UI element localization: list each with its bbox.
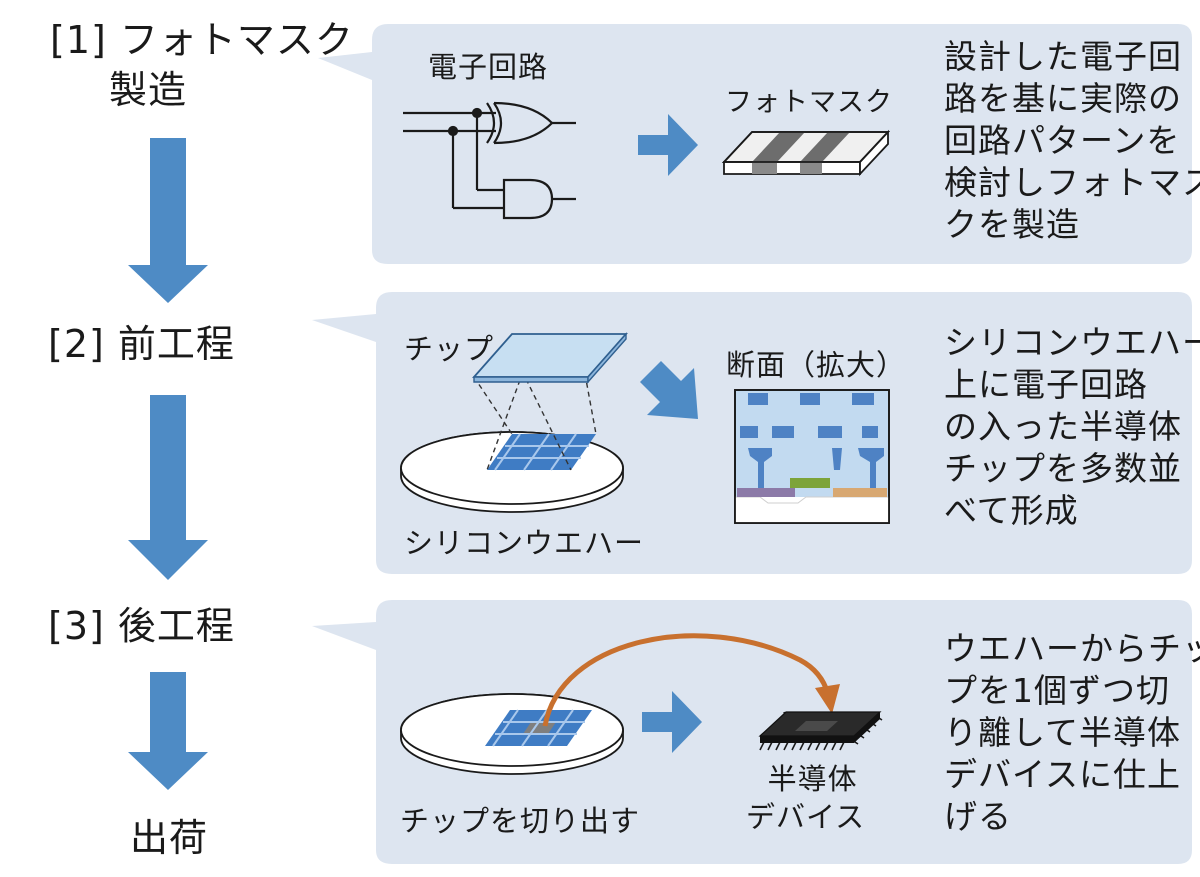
down-arrow-2	[128, 395, 208, 580]
panel-3-description-line: げる	[944, 797, 1012, 836]
cross-section-label: 断面（拡大）	[726, 348, 907, 382]
wafer-chip-grid-2	[487, 433, 596, 471]
down-arrow-1	[128, 138, 208, 303]
panel-2-description-line: の入った半導体	[944, 407, 1182, 446]
step-1-number: [1]	[50, 18, 107, 62]
step-1-name: フォトマスク	[119, 18, 354, 62]
panel-1-description-line: 回路パターンを	[944, 121, 1181, 160]
panel-1-description-line: 検討しフォトマス	[944, 163, 1200, 202]
panel-2-description-line: 上に電子回路	[944, 365, 1148, 404]
step-1-label: [1] フォトマスク	[50, 18, 354, 62]
panel-3-description-line: プを1個ずつ切	[944, 671, 1170, 710]
panel-3-description: ウエハーからチッ プを1個ずつ切 り離して半導体 デバイスに仕上 げる	[944, 628, 1200, 838]
step-2-number: [2]	[48, 322, 105, 366]
device-label: 半導体 デバイス	[746, 760, 865, 836]
wafer-chip-grid-3	[485, 709, 592, 747]
wafer-label: シリコンウエハー	[404, 526, 645, 560]
semiconductor-device-drawing	[758, 711, 883, 751]
step-3-name: 後工程	[117, 604, 235, 648]
chip-projection-lines	[473, 373, 597, 471]
step-2-label: [2] 前工程	[48, 322, 235, 366]
panel-1-description-line: 路を基に実際の	[944, 79, 1182, 118]
panel-2-description: シリコンウエハー 上に電子回路 の入った半導体 チップを多数並 べて形成	[944, 322, 1200, 532]
photomask-label: フォトマスク	[725, 87, 893, 118]
step-1-name-line2: 製造	[109, 68, 188, 112]
device-label-line2: デバイス	[746, 800, 866, 834]
cross-section-drawing	[734, 389, 890, 524]
photomask-drawing	[721, 129, 891, 177]
panel-3-background	[312, 600, 1192, 864]
panel-2-description-line: べて形成	[944, 491, 1079, 530]
chip-transfer-arrow	[542, 633, 831, 727]
flow-arrows	[128, 138, 208, 790]
circuit-label: 電子回路	[428, 50, 549, 84]
step-2-name: 前工程	[117, 322, 235, 366]
step-3-label: [3] 後工程	[48, 604, 235, 648]
chip-transfer-arrowhead	[815, 684, 840, 714]
chip-drawing	[472, 332, 628, 384]
chip-label: チップ	[404, 332, 495, 366]
panel-3-description-line: デバイスに仕上	[944, 755, 1182, 794]
panel-1-description-line: クを製造	[944, 205, 1080, 244]
cut-chip-label: チップを切り出す	[400, 804, 641, 838]
panel-2-description-line: チップを多数並	[944, 449, 1182, 488]
panel-3-description-line: り離して半導体	[944, 713, 1182, 752]
panel-1-description: 設計した電子回 路を基に実際の 回路パターンを 検討しフォトマス クを製造	[944, 36, 1200, 246]
panel-2-description-line: シリコンウエハー	[944, 323, 1200, 362]
circuit-diagram	[403, 101, 576, 220]
process-arrow-2	[640, 361, 698, 419]
process-arrow-3	[642, 691, 702, 753]
device-label-line1: 半導体	[767, 762, 858, 796]
step-3-number: [3]	[48, 604, 105, 648]
panel-1-description-line: 設計した電子回	[944, 37, 1182, 76]
down-arrow-3	[128, 672, 208, 790]
panel-3-description-line: ウエハーからチッ	[944, 629, 1200, 668]
shipping-label: 出荷	[130, 816, 209, 860]
process-arrow-1	[638, 114, 698, 176]
